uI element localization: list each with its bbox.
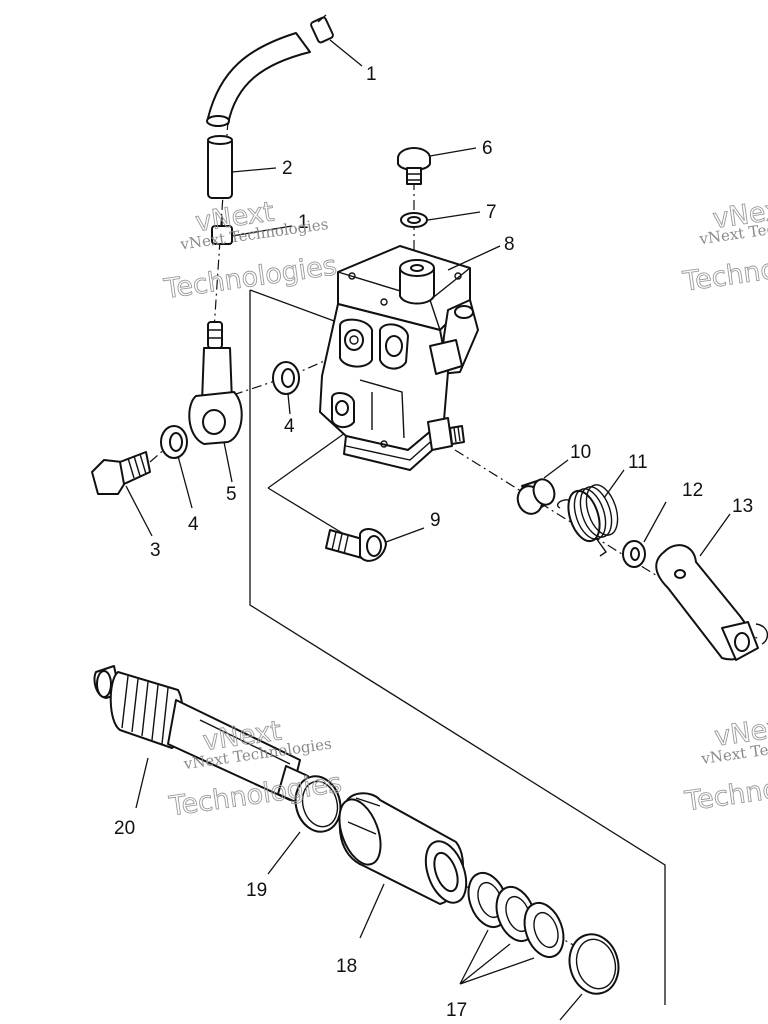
callout-20: 20 [114,818,135,839]
callout-11: 11 [628,452,648,473]
retaining-ring [568,933,620,995]
leader-lines [125,39,731,1021]
callout-4-right: 4 [284,416,295,437]
shims-part-17 [467,871,565,959]
clamp-part-1-lower [211,216,233,245]
watermark-large-top: vNext [713,711,768,753]
callout-6: 6 [482,138,493,159]
oring-part-19 [294,775,342,833]
watermark-top-center: vNext Technologies vNext Technologies [161,196,339,306]
callout-5: 5 [226,484,237,505]
washer-part-7 [400,212,428,228]
screw-part-6 [397,147,431,185]
callout-12: 12 [682,480,703,501]
watermark-large-bottom: Technologies [680,243,768,298]
callout-10: 10 [570,442,591,463]
callout-3: 3 [150,540,161,561]
washer-part-12 [622,540,646,568]
callout-4-left: 4 [188,514,199,535]
callout-1-lower: 1 [298,212,309,233]
assembly-frame [249,289,666,1005]
sleeve-part-18 [338,792,468,905]
clamp-part-1 [310,14,334,44]
watermarks: vNext Technologies vNext Technologies vN… [161,193,768,823]
callout-2: 2 [282,158,293,179]
callout-13: 13 [732,496,753,517]
watermark-mid-right: vNext Technologies vNext Technologies [682,711,768,818]
callout-1-top: 1 [366,64,377,85]
watermark-large-bottom: Technologies [682,763,768,818]
center-lines [149,119,761,966]
lever-part-13 [655,544,768,661]
hose-straight-part-2 [207,135,233,199]
callout-18: 18 [336,956,357,977]
spring-part-11 [556,484,619,557]
banjo-bolt-part-3 [91,451,151,495]
callout-numbers: 1 2 1 3 4 4 5 6 7 8 9 10 11 12 13 17 18 … [114,64,753,1021]
washer-part-4-left [160,425,188,459]
callout-7: 7 [486,202,497,223]
watermark-top-right: vNext Technologies vNext Technologies [680,193,768,298]
callout-9: 9 [430,510,441,531]
banjo-fitting-part-5 [188,321,243,445]
oil-pump-part-8 [319,245,479,471]
watermark-mid-center: vNext Technologies vNext Technologies [166,715,344,823]
hose-curved [206,32,311,127]
collar-part-10 [516,478,556,515]
watermark-large-top: vNext [711,193,768,235]
callout-17: 17 [446,1000,467,1021]
callout-8: 8 [504,234,515,255]
washer-part-4-right [272,361,300,395]
callout-19: 19 [246,880,267,901]
bolt-part-9 [325,528,387,562]
